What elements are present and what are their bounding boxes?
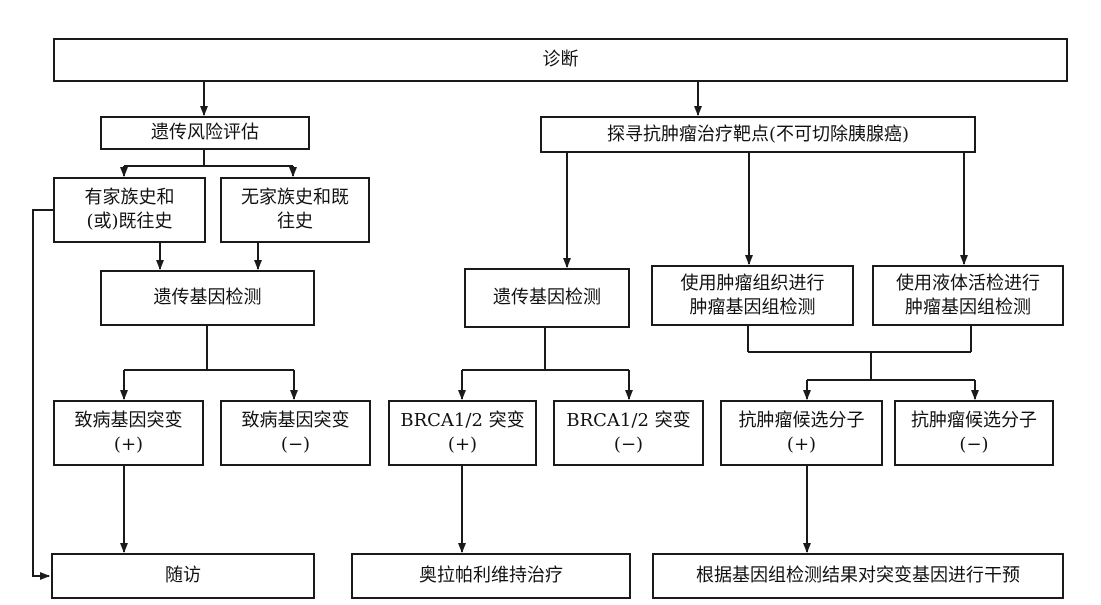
germline-test-mid-label: 遗传基因检测 xyxy=(493,287,601,308)
olaparib-label: 奥拉帕利维持治疗 xyxy=(419,565,563,586)
olaparib-box: 奥拉帕利维持治疗 xyxy=(351,553,631,599)
family-history-box: 有家族史和 (或)既往史 xyxy=(53,177,206,243)
tissue-test-line-1: 使用肿瘤组织进行 xyxy=(680,272,825,294)
target-label: 探寻抗肿瘤治疗靶点(不可切除胰腺癌) xyxy=(606,123,910,145)
pathogenic-positive-box: 致病基因突变 (+) xyxy=(53,400,204,466)
no-family-history-line-1: 无家族史和既 xyxy=(241,187,349,208)
candidate-positive-line-2: (+) xyxy=(786,434,817,455)
germline-test-left-label: 遗传基因检测 xyxy=(153,287,262,308)
intervention-label: 根据基因组检测结果对突变基因进行干预 xyxy=(696,565,1020,586)
pathogenic-positive-line-2: (+) xyxy=(113,434,144,455)
candidate-positive-box: 抗肿瘤候选分子 (+) xyxy=(720,400,883,466)
family-history-line-1: 有家族史和 xyxy=(84,187,175,208)
diagnosis-box: 诊断 xyxy=(53,38,1068,82)
follow-up-box: 随访 xyxy=(51,553,315,599)
candidate-negative-line-1: 抗肿瘤候选分子 xyxy=(911,410,1037,431)
brca-positive-box: BRCA1/2 突变 (+) xyxy=(388,400,537,466)
brca-positive-line-1: BRCA1/2 突变 xyxy=(400,410,525,431)
intervention-box: 根据基因组检测结果对突变基因进行干预 xyxy=(652,553,1064,599)
family-history-line-2: (或)既往史 xyxy=(86,211,173,232)
tissue-test-line-2: 肿瘤基因组检测 xyxy=(689,296,816,318)
genetic-risk-box: 遗传风险评估 xyxy=(100,116,310,150)
pathogenic-negative-box: 致病基因突变 (−) xyxy=(220,400,371,466)
germline-test-mid-box: 遗传基因检测 xyxy=(464,268,630,328)
arrow-family-yes-to-followup xyxy=(32,209,53,580)
liquid-biopsy-line-2: 肿瘤基因组检测 xyxy=(905,296,1031,318)
no-family-history-line-2: 往史 xyxy=(277,211,313,232)
no-family-history-box: 无家族史和既 往史 xyxy=(220,177,370,243)
brca-negative-box: BRCA1/2 突变 (−) xyxy=(553,400,704,466)
brca-positive-line-2: (+) xyxy=(447,434,478,455)
target-box: 探寻抗肿瘤治疗靶点(不可切除胰腺癌) xyxy=(540,116,976,153)
candidate-negative-line-2: (−) xyxy=(959,434,989,455)
diagnosis-label: 诊断 xyxy=(542,49,579,70)
candidate-positive-line-1: 抗肿瘤候选分子 xyxy=(738,410,865,431)
tissue-test-box: 使用肿瘤组织进行 肿瘤基因组检测 xyxy=(651,265,854,326)
genetic-risk-label: 遗传风险评估 xyxy=(151,122,259,143)
candidate-negative-box: 抗肿瘤候选分子 (−) xyxy=(894,400,1054,466)
liquid-biopsy-box: 使用液体活检进行 肿瘤基因组检测 xyxy=(872,265,1064,326)
pathogenic-negative-line-2: (−) xyxy=(280,434,311,455)
pathogenic-positive-line-1: 致病基因突变 xyxy=(74,410,183,431)
follow-up-label: 随访 xyxy=(165,565,201,586)
germline-test-left-box: 遗传基因检测 xyxy=(100,270,315,326)
liquid-biopsy-line-1: 使用液体活检进行 xyxy=(896,272,1040,294)
brca-negative-line-2: (−) xyxy=(613,434,644,455)
pathogenic-negative-line-1: 致病基因突变 xyxy=(241,410,350,431)
brca-negative-line-1: BRCA1/2 突变 xyxy=(566,410,691,431)
